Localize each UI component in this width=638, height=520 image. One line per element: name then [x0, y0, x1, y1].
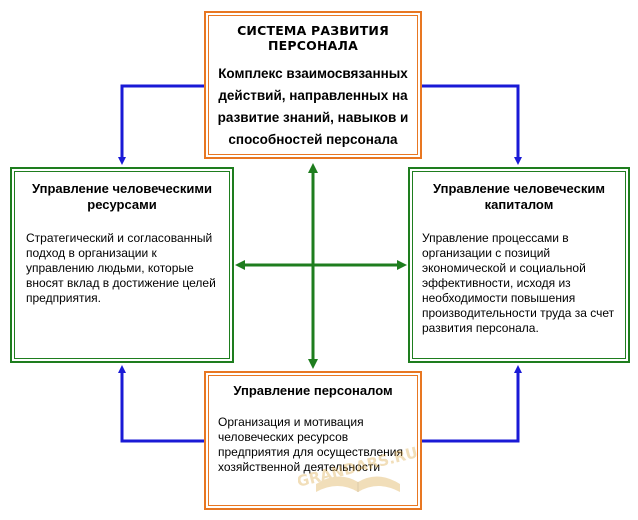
arrow-bottom-to-right: [422, 365, 522, 443]
system-description: Комплекс взаимосвязанных действий, напра…: [217, 66, 409, 147]
personnel-management-box: Управление персоналом Организация и моти…: [204, 371, 422, 510]
hr-management-text: Стратегический и согласованный подход в …: [26, 231, 216, 305]
personnel-management-title: Управление персоналом: [233, 383, 393, 398]
human-capital-management-box: Управление человеческим капиталом Управл…: [408, 167, 630, 363]
hr-management-title: Управление человеческими ресурсами: [32, 181, 212, 212]
human-capital-title: Управление человеческим капиталом: [433, 181, 605, 212]
arrow-top-to-right: [422, 84, 522, 165]
human-resources-management-box: Управление человеческими ресурсами Страт…: [10, 167, 234, 363]
system-heading: СИСТЕМА РАЗВИТИЯ ПЕРСОНАЛА: [237, 23, 389, 53]
human-capital-text: Управление процессами в организации с по…: [422, 231, 615, 335]
personnel-management-text: Организация и мотивация человеческих рес…: [218, 415, 404, 474]
arrow-bottom-to-left: [118, 365, 204, 443]
arrow-top-to-left: [118, 84, 204, 165]
personnel-development-system-box: СИСТЕМА РАЗВИТИЯ ПЕРСОНАЛА Комплекс взаи…: [204, 11, 422, 159]
